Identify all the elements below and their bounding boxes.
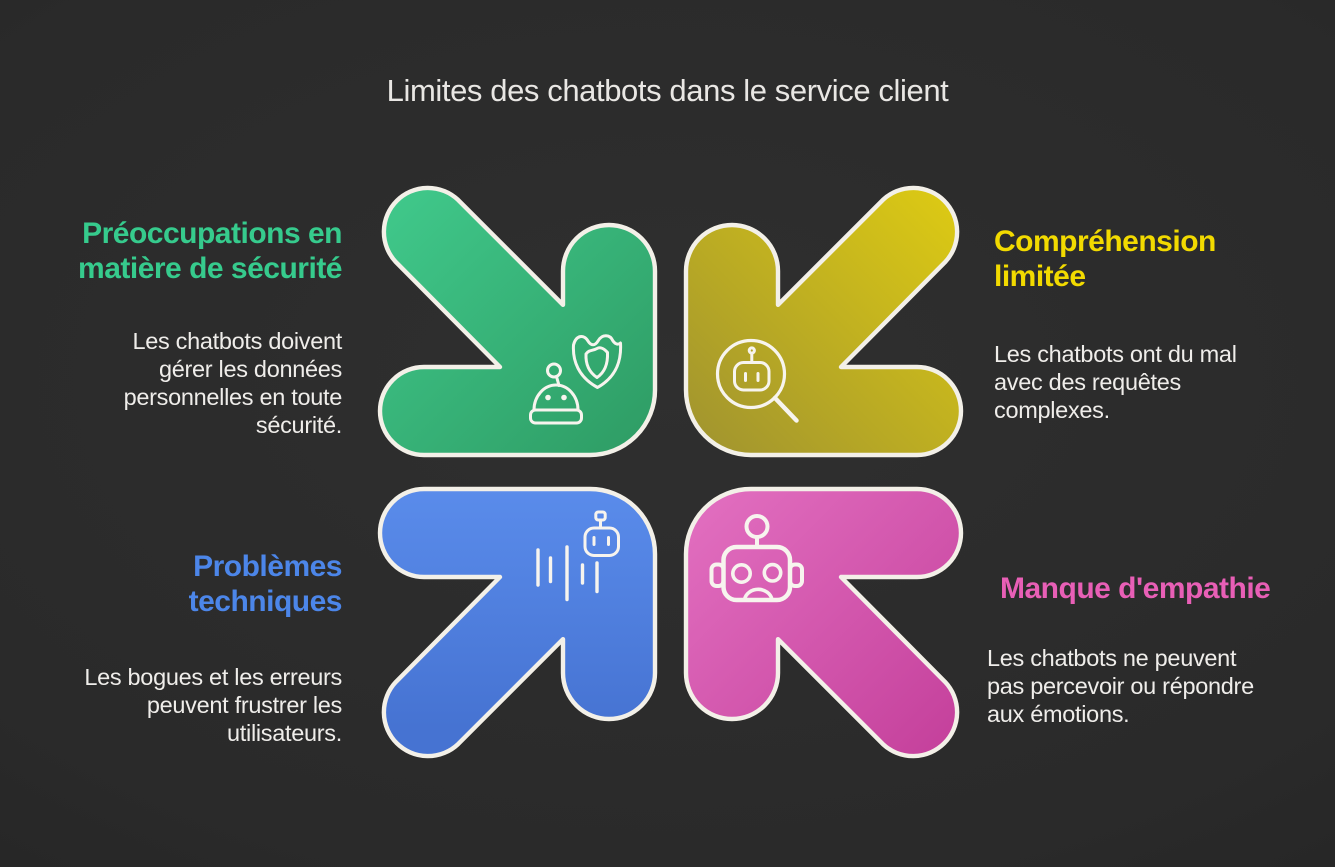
- magnifier-handle: [772, 395, 799, 423]
- chatbot-eye: [561, 394, 567, 401]
- section-technical-text: Problèmes techniques Les bogues et les e…: [22, 531, 342, 765]
- chatbot-eye: [545, 394, 551, 401]
- arrow-security-down-right: [377, 185, 658, 458]
- page-title: Limites des chatbots dans le service cli…: [386, 73, 949, 108]
- chatbot-base: [529, 408, 583, 425]
- arrow-shape: [377, 185, 658, 458]
- arrow-comprehension-down-left: [683, 185, 964, 458]
- chatbot-antenna-tip: [594, 510, 607, 522]
- section-security-text: Préoccupations en matière de sécurité Le…: [22, 198, 342, 457]
- robot-head: [721, 544, 793, 603]
- arrow-shape: [377, 486, 658, 759]
- section-empathy-heading: Manque d'empathie: [1000, 572, 1271, 605]
- section-security-description: Les chatbots doivent gérer les données p…: [123, 328, 343, 438]
- section-empathy-description: Les chatbots ne peuvent pas percevoir ou…: [987, 645, 1254, 727]
- section-technical-heading: Problèmes techniques: [188, 550, 343, 618]
- robot-eye: [762, 562, 783, 583]
- chatbot-magnifier-icon: [715, 338, 799, 423]
- chatbot-antenna-tip: [546, 362, 562, 379]
- chatbot-glitch-icon: [536, 510, 620, 602]
- arrow-technical-up-right: [377, 486, 658, 759]
- section-comprehension-description: Les chatbots ont du mal avec des requête…: [994, 341, 1237, 423]
- section-comprehension-text: Compréhension limitée Les chatbots ont d…: [994, 206, 1324, 442]
- robot-eye: [730, 563, 752, 585]
- section-technical-description: Les bogues et les erreurs peuvent frustr…: [84, 664, 342, 746]
- chatbot-shield-icon: [529, 334, 623, 425]
- shield-outline: [571, 334, 623, 389]
- section-comprehension-heading: Compréhension limitée: [994, 225, 1216, 293]
- robot-mouth: [742, 587, 774, 602]
- shield-inner: [584, 346, 610, 379]
- arrow-shape: [683, 486, 964, 759]
- arrow-shape: [683, 185, 964, 458]
- chatbot-antenna-tip: [747, 346, 756, 355]
- robot-face-icon: [709, 514, 804, 603]
- chatbot-head: [532, 383, 580, 412]
- arrow-empathy-up-left: [683, 486, 964, 759]
- chatbot-antenna: [555, 375, 561, 387]
- section-security-heading: Préoccupations en matière de sécurité: [78, 217, 342, 285]
- magnifier-lens: [715, 338, 787, 410]
- section-empathy-text: Manque d'empathie Les chatbots ne peuven…: [987, 553, 1317, 746]
